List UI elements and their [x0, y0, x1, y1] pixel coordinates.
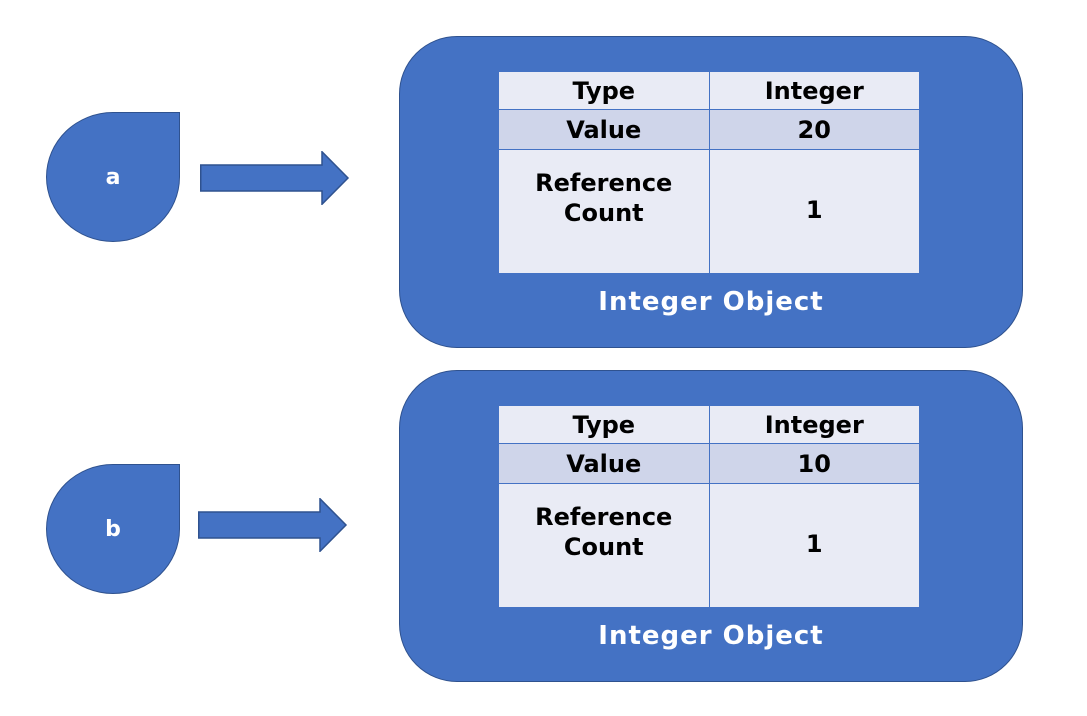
reference-count-value: 1 [708, 149, 920, 274]
value-row: Value 20 [498, 109, 920, 150]
reference-count-row: Reference Count 1 [498, 149, 920, 274]
reference-count-key-line1: Reference [535, 168, 673, 197]
variable-a-label: a [105, 164, 121, 190]
value-value: 10 [708, 443, 920, 484]
reference-count-key-line2: Count [563, 532, 644, 561]
reference-count-key: Reference Count [498, 483, 710, 608]
reference-count-key-line1: Reference [535, 502, 673, 531]
variable-a-node: a [46, 112, 180, 242]
variable-a-arrow-icon [200, 151, 350, 205]
object-b-properties-table: Type Integer Value 10 Reference Count 1 [498, 405, 920, 608]
type-row: Type Integer [498, 405, 920, 444]
type-key: Type [498, 405, 710, 444]
integer-object-a: Type Integer Value 20 Reference Count 1 … [399, 36, 1023, 348]
reference-count-key-line2: Count [563, 198, 644, 227]
object-b-type-label: Integer Object [598, 621, 824, 651]
type-key: Type [498, 71, 710, 110]
value-key: Value [498, 109, 710, 150]
reference-count-row: Reference Count 1 [498, 483, 920, 608]
reference-count-value: 1 [708, 483, 920, 608]
reference-count-key: Reference Count [498, 149, 710, 274]
value-key: Value [498, 443, 710, 484]
type-value: Integer [708, 405, 920, 444]
variable-b-arrow-icon [198, 498, 348, 552]
type-row: Type Integer [498, 71, 920, 110]
variable-b-node: b [46, 464, 180, 594]
variable-b-label: b [105, 516, 121, 542]
type-value: Integer [708, 71, 920, 110]
value-row: Value 10 [498, 443, 920, 484]
value-value: 20 [708, 109, 920, 150]
object-a-type-label: Integer Object [598, 287, 824, 317]
object-a-properties-table: Type Integer Value 20 Reference Count 1 [498, 71, 920, 274]
integer-object-b: Type Integer Value 10 Reference Count 1 … [399, 370, 1023, 682]
